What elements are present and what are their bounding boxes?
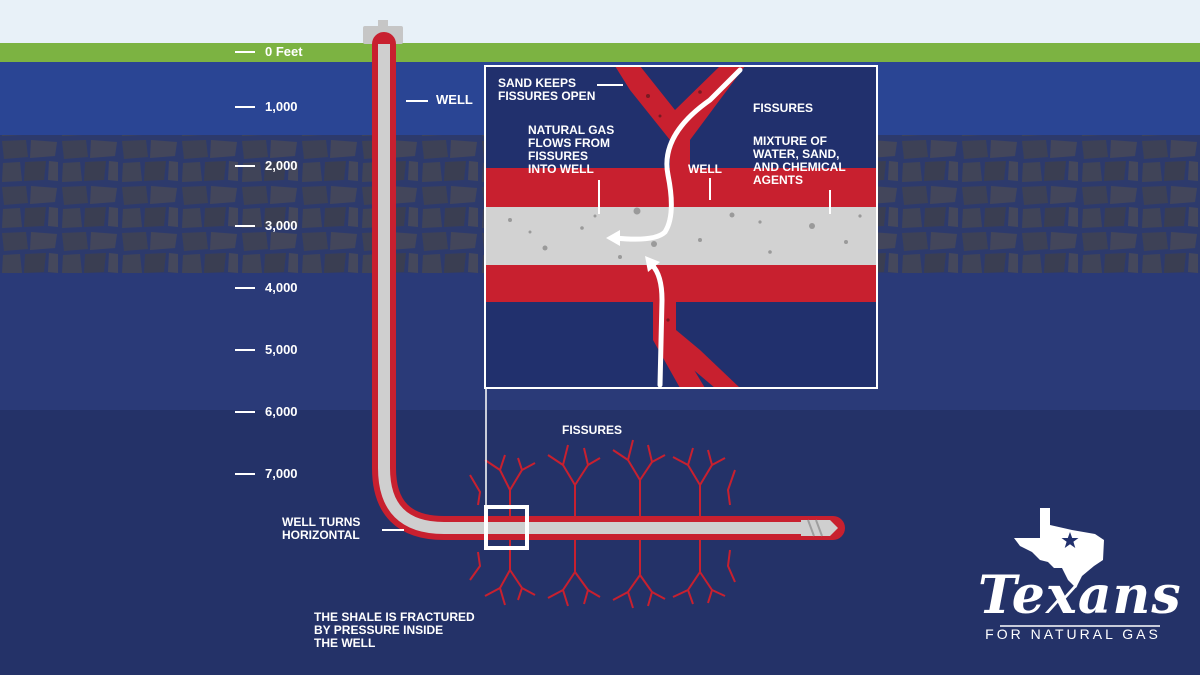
fissure-network (469, 439, 736, 609)
callout-box (484, 505, 529, 550)
shale-layer (0, 410, 1200, 675)
depth-label-5000: 5,000 (265, 342, 298, 357)
mixture-leader-line (829, 190, 831, 214)
depth-label-0: 0 Feet (265, 44, 303, 59)
depth-tick (235, 349, 255, 351)
inset-well-label: WELL (688, 162, 722, 176)
depth-tick (235, 106, 255, 108)
inset-well-leader-line (709, 178, 711, 200)
well-turns-label: WELL TURNS HORIZONTAL (282, 515, 361, 542)
texas-map-icon (1014, 508, 1104, 588)
depth-tick (235, 473, 255, 475)
inset-fissures-label: FISSURES (753, 101, 814, 115)
depth-label-6000: 6,000 (265, 404, 298, 419)
sand-leader-line (597, 84, 623, 86)
depth-label-2000: 2,000 (265, 158, 298, 173)
depth-tick (235, 225, 255, 227)
sky (0, 0, 1200, 45)
depth-tick (235, 411, 255, 413)
natural-gas-leader-line (598, 180, 600, 214)
inset-sand-label: SAND KEEPS FISSURES OPEN (498, 76, 596, 103)
shale-fractured-label: THE SHALE IS FRACTURED BY PRESSURE INSID… (314, 610, 475, 650)
star-icon (1061, 532, 1079, 548)
well-turns-leader-line (382, 529, 404, 531)
depth-label-4000: 4,000 (265, 280, 298, 295)
depth-tick (235, 287, 255, 289)
grass-layer (0, 43, 1200, 62)
depth-label-7000: 7,000 (265, 466, 298, 481)
well-label: WELL (436, 92, 473, 107)
inset-mixture-label: MIXTURE OF WATER, SAND, AND CHEMICAL AGE… (753, 134, 846, 187)
depth-label-3000: 3,000 (265, 218, 298, 233)
depth-tick (235, 165, 255, 167)
inset-natural-gas-label: NATURAL GAS FLOWS FROM FISSURES INTO WEL… (528, 123, 615, 176)
depth-label-1000: 1,000 (265, 99, 298, 114)
fissures-label: FISSURES (562, 423, 623, 437)
well-leader-line (406, 100, 428, 102)
logo-wordmark: Texans (978, 565, 1182, 626)
depth-tick (235, 51, 255, 53)
well-pipe-inner (378, 44, 810, 534)
inset-panel (484, 65, 878, 389)
logo-tagline: FOR NATURAL GAS (985, 626, 1161, 642)
